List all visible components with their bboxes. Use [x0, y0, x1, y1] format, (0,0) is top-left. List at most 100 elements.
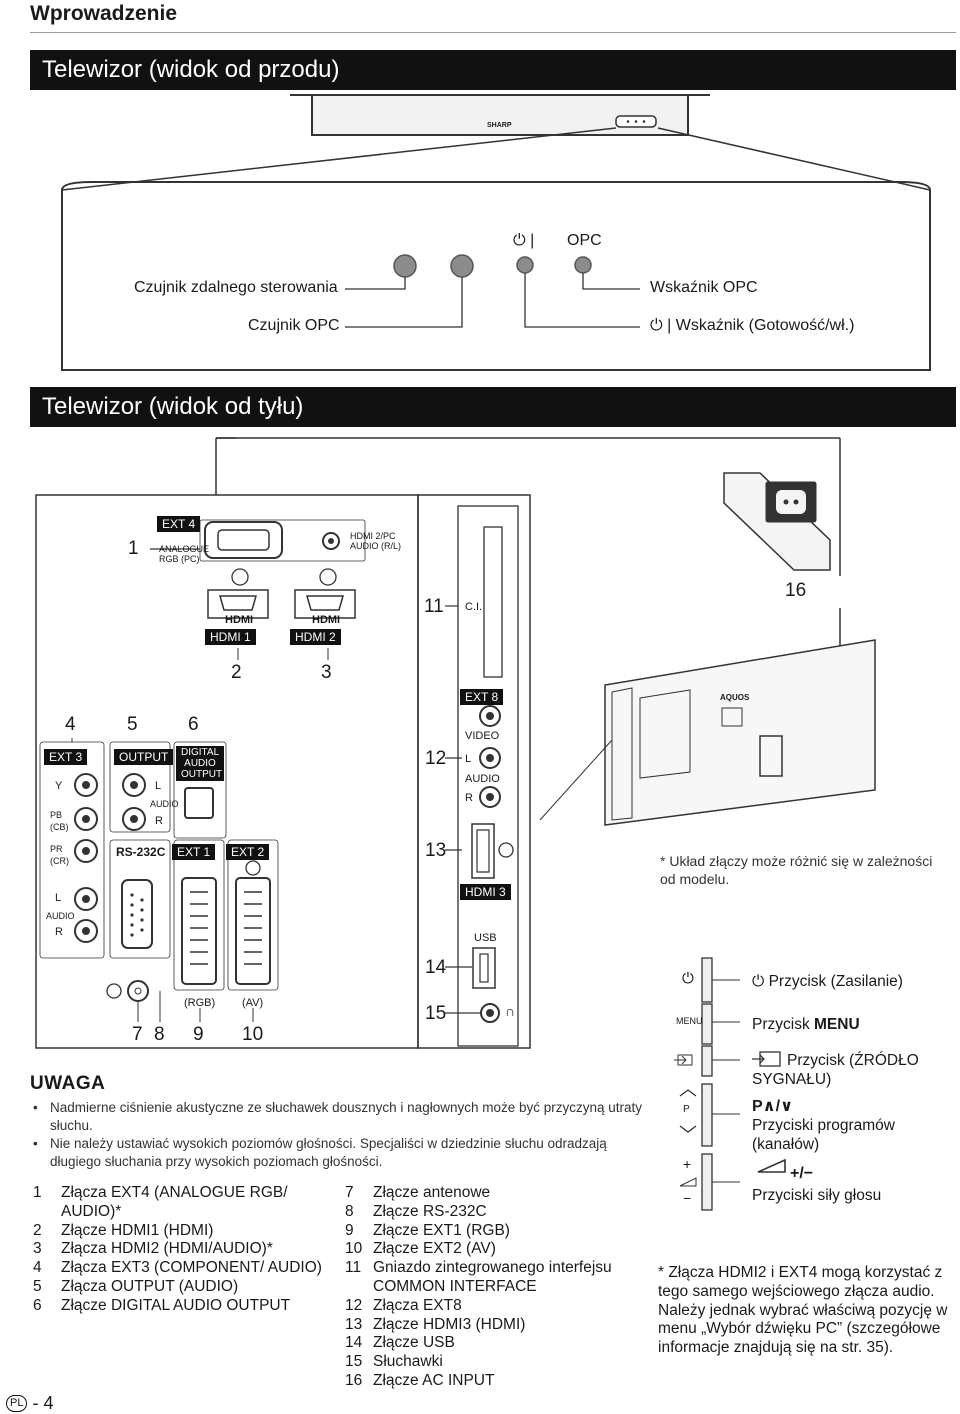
callout-11: 11	[424, 596, 444, 617]
notice-title: UWAGA	[30, 1073, 106, 1094]
ext4-tab: EXT 4	[157, 515, 201, 533]
output-tab: OUTPUT	[114, 748, 174, 766]
power-led-dot	[516, 256, 534, 274]
page-title: Wprowadzenie	[30, 2, 178, 25]
callout-7: 7	[132, 1024, 143, 1045]
callout-12: 12	[425, 748, 447, 769]
program-symbol: P∧/∨	[752, 1098, 794, 1115]
pr-label: PR (CR)	[50, 844, 69, 866]
usb-label: USB	[474, 932, 497, 944]
volume-symbol: +/−	[790, 1165, 814, 1182]
pb-label: PB (CB)	[50, 810, 69, 832]
ext2-tab: EXT 2	[226, 843, 270, 861]
digital-audio-tab: DIGITAL AUDIO OUTPUT	[176, 746, 224, 781]
ext1-tab: EXT 1	[172, 843, 216, 861]
aquos-logo: AQUOS	[720, 693, 750, 702]
p-key-label: P	[683, 1104, 690, 1115]
rear-view-title: Telewizor (widok od tyłu)	[30, 387, 956, 427]
notice-item: Nadmierne ciśnienie akustyczne ze słucha…	[30, 1099, 650, 1135]
hdmi3-tab: HDMI 3	[460, 883, 511, 901]
hdmi2-tab: HDMI 2	[290, 628, 341, 646]
page-number: - 4	[32, 1393, 54, 1413]
notice-item: Nie należy ustawiać wysokich poziomów gł…	[30, 1135, 650, 1171]
output-audio-label: AUDIO	[150, 799, 179, 809]
callout-5: 5	[127, 714, 138, 735]
output-r-label: R	[155, 815, 163, 827]
ext3-l-label: L	[55, 892, 62, 904]
remote-sensor-label: Czujnik zdalnego sterowania	[134, 279, 338, 296]
menu-key-label: MENU	[676, 1016, 703, 1026]
analogue-rgb-label: ANALOGUE RGB (PC)	[159, 544, 210, 564]
ext3-r-label: R	[55, 926, 63, 938]
rgb-label: (RGB)	[184, 997, 216, 1009]
menu-button-label: Przycisk MENU	[752, 1016, 860, 1033]
ext3-audio-label: AUDIO	[46, 911, 75, 921]
power-button-label: ⏻ Przycisk (Zasilanie)	[752, 973, 903, 990]
ext8-audio-label: AUDIO	[465, 773, 500, 785]
hdmi2-logo: HDMI	[312, 614, 341, 626]
opc-sensor-label: Czujnik OPC	[248, 317, 340, 334]
remote-sensor-dot	[393, 254, 417, 278]
callout-9: 9	[193, 1024, 204, 1045]
front-view-title: Telewizor (widok od przodu)	[30, 50, 956, 90]
callout-3: 3	[321, 662, 332, 683]
opc-symbol: OPC	[567, 232, 602, 249]
ext8-r-label: R	[465, 792, 473, 804]
av-label: (AV)	[242, 997, 264, 1009]
callout-16: 16	[785, 580, 807, 601]
callout-10: 10	[242, 1024, 264, 1045]
opc-sensor-dot	[450, 254, 474, 278]
callout-14: 14	[425, 957, 447, 978]
language-badge: PL	[6, 1395, 28, 1412]
y-label: Y	[55, 780, 63, 792]
vol-minus-label: −	[683, 1190, 692, 1206]
tv-front-bezel	[290, 94, 710, 136]
callout-1: 1	[128, 538, 139, 559]
vol-plus-label: +	[683, 1156, 692, 1172]
power-icon: ⏻ |	[650, 317, 672, 334]
volume-buttons-label: Przyciski siły głosu	[752, 1187, 882, 1204]
hdmi1-logo: HDMI	[225, 614, 254, 626]
rs232c-label: RS-232C	[116, 845, 166, 859]
brand-logo: SHARP	[487, 122, 512, 129]
power-indicator-label: ⏻ | Wskaźnik (Gotowość/wł.)	[650, 317, 855, 334]
footnote: * Złącza HDMI2 i EXT4 mogą korzystać z t…	[658, 1264, 948, 1357]
opc-led-dot	[574, 256, 592, 274]
headphone-icon: ∩	[505, 1003, 516, 1019]
power-button-icon: ⏻	[752, 973, 765, 990]
ci-label: C.I.	[465, 601, 483, 613]
power-key-icon: ⏻	[682, 970, 694, 987]
callout-15: 15	[425, 1003, 447, 1024]
callout-4: 4	[65, 714, 76, 735]
source-button-label: Przycisk (ŹRÓDŁO SYGNAŁU)	[752, 1052, 919, 1088]
hdmi2-pc-audio-label: HDMI 2/PC AUDIO (R/L)	[350, 531, 402, 551]
callout-2: 2	[231, 662, 242, 683]
hdmi1-tab: HDMI 1	[205, 628, 256, 646]
opc-indicator-label: Wskaźnik OPC	[650, 279, 758, 296]
ext8-l-label: L	[465, 753, 472, 765]
callout-8: 8	[154, 1024, 165, 1045]
program-buttons-label: Przyciski programów (kanałów)	[752, 1117, 895, 1153]
header-divider	[30, 32, 956, 33]
model-note: * Układ złączy może różnić się w zależno…	[660, 853, 933, 887]
standby-symbol: ⏻ |	[513, 232, 535, 249]
callout-6: 6	[188, 714, 199, 735]
ext3-tab: EXT 3	[44, 748, 88, 766]
